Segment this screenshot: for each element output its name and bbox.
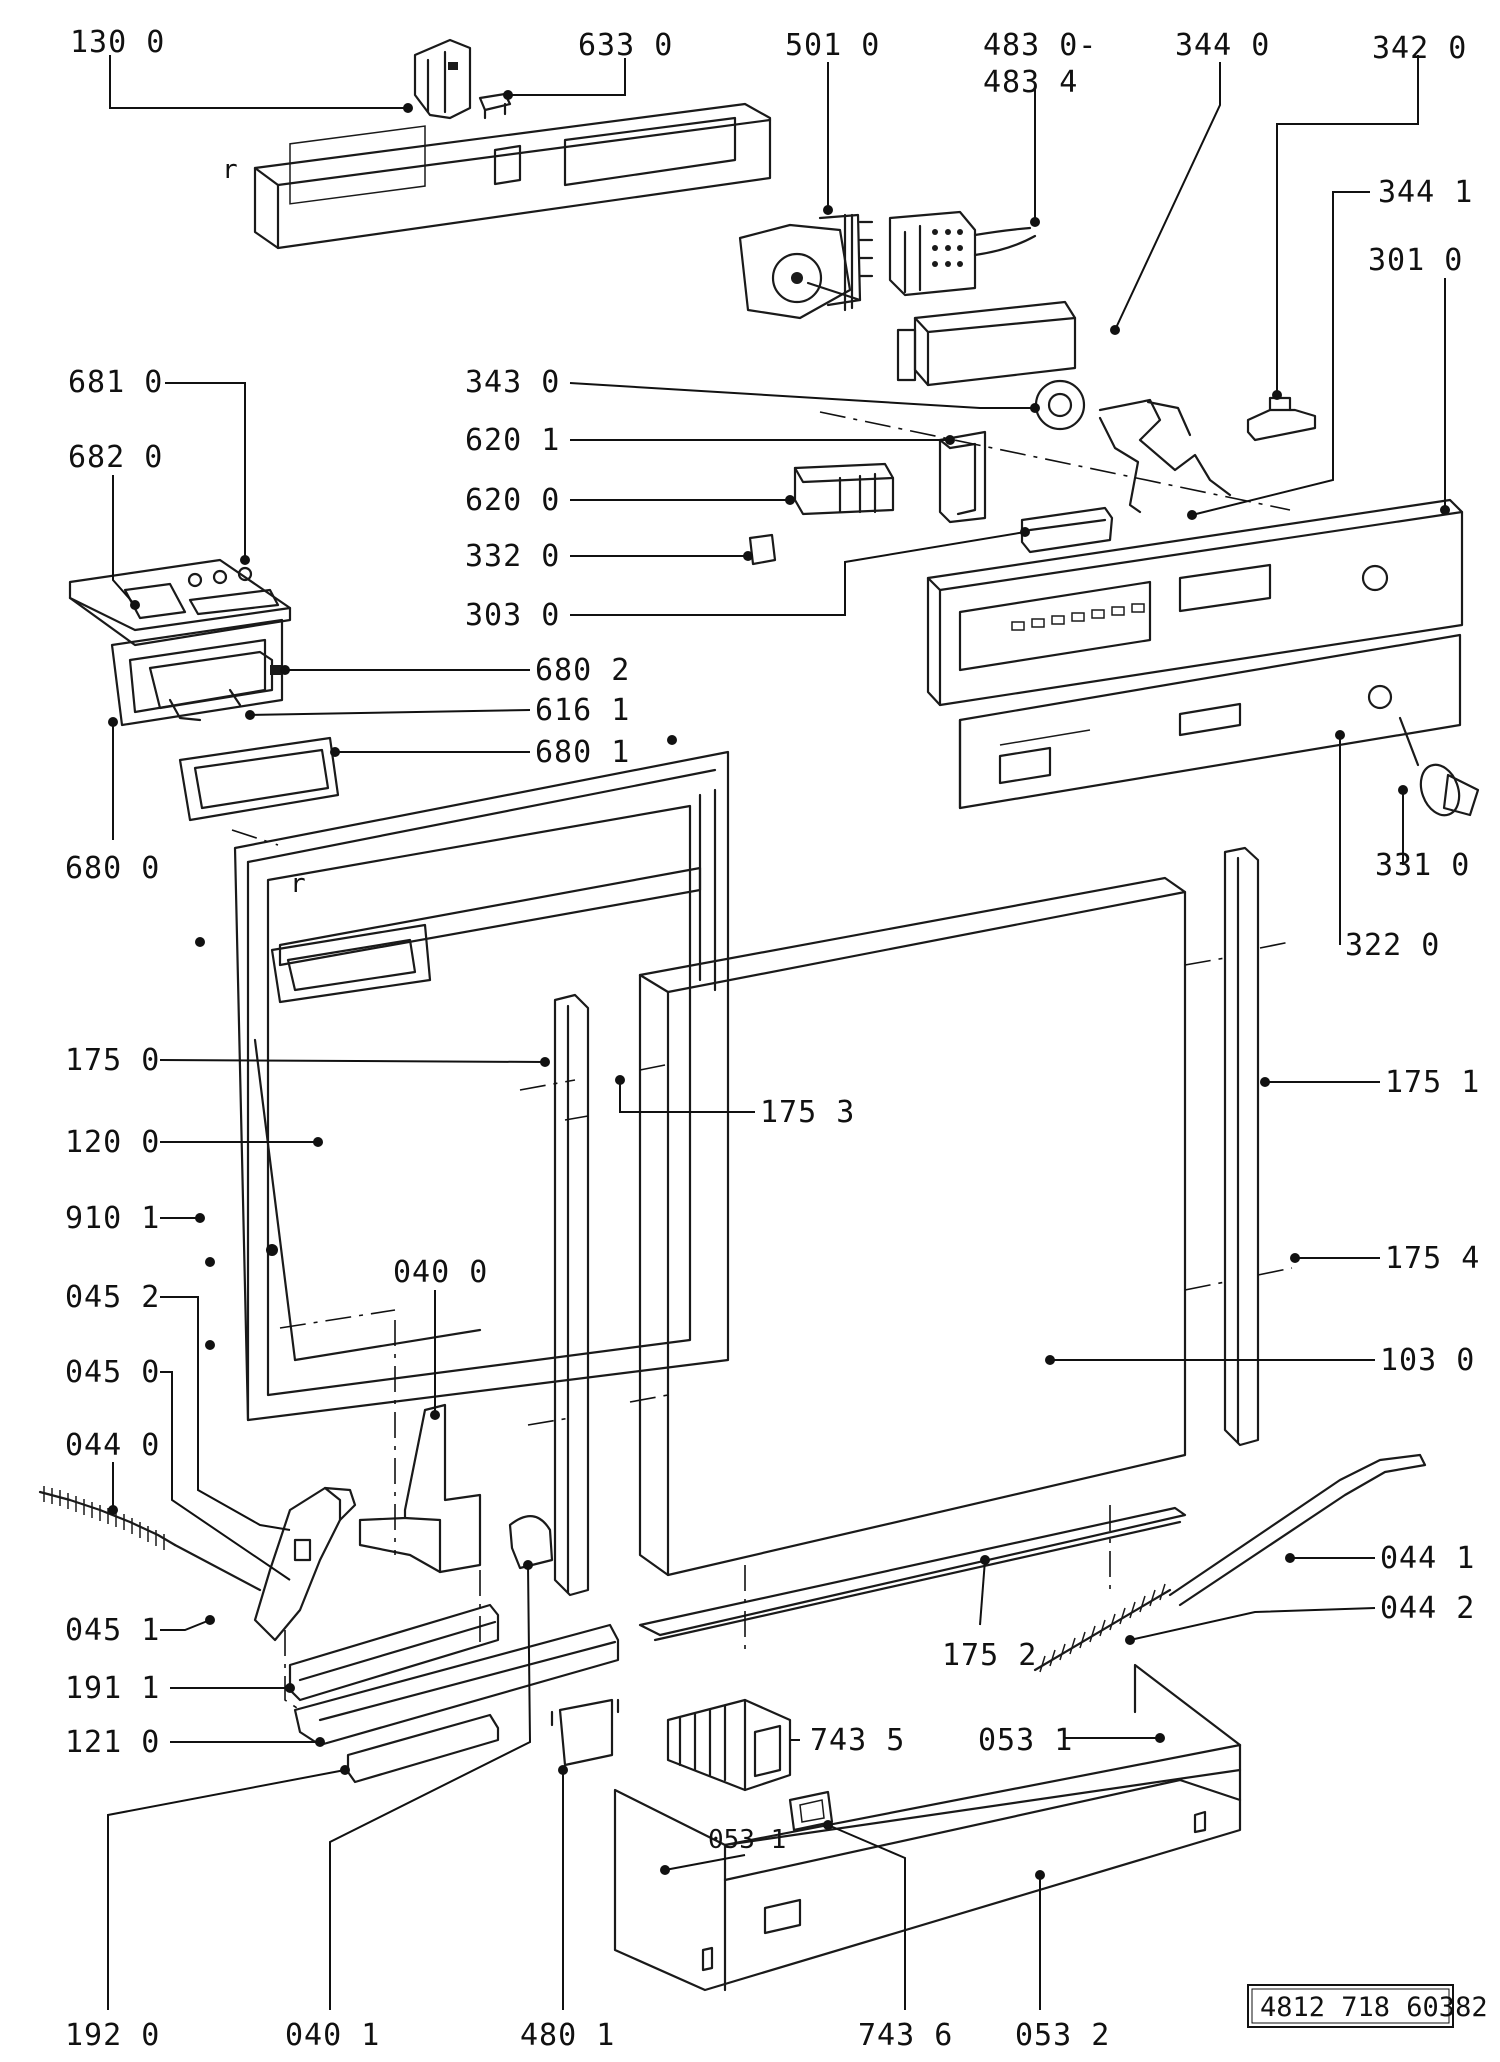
label-501-0: 501 0 [785,28,880,63]
button-strip-303 [1020,506,1114,554]
label-343-0: 343 0 [465,365,560,400]
label-616-1: 616 1 [535,693,630,728]
label-175-4: 175 4 [1385,1241,1480,1276]
label-680-0: 680 0 [65,851,160,886]
timer-motor-501 [738,213,874,320]
timer-bracket [896,300,1077,387]
label-053-1-left: 053 1 [708,1825,786,1855]
label-175-1: 175 1 [1385,1065,1480,1100]
label-130-0: 130 0 [70,25,165,60]
label-301-0: 301 0 [1368,243,1463,278]
button-332 [748,533,777,566]
label-483-4: 483 4 [983,65,1078,100]
label-620-1: 620 1 [465,423,560,458]
label-121-0: 121 0 [65,1725,160,1760]
dispenser-cover-681 [68,558,292,647]
knob-331 [1398,716,1480,817]
door-strip-175-0 [553,993,590,1597]
label-103-0: 103 0 [1380,1343,1475,1378]
label-175-0: 175 0 [65,1043,160,1078]
control-panel-301 [926,498,1464,707]
label-192-0: 192 0 [65,2018,160,2053]
reference-number-box: 4812 718 60382 [1247,1984,1488,2028]
label-303-0: 303 0 [465,598,560,633]
label-680-1: 680 1 [535,735,630,770]
assembly-lines [231,411,1293,1711]
rail-121-0 [293,1623,620,1747]
label-175-3: 175 3 [760,1095,855,1130]
r-mark-top: r [222,155,238,185]
label-040-1: 040 1 [285,2018,380,2053]
label-743-6: 743 6 [858,2018,953,2053]
rail-191-1 [288,1603,500,1702]
gasket-680-1 [178,736,340,822]
label-045-2: 045 2 [65,1280,160,1315]
hinge-spring-044 [38,1486,262,1592]
dispenser-body-680 [110,618,284,727]
label-633-0: 633 0 [578,28,673,63]
label-175-2: 175 2 [942,1638,1037,1673]
hinge-arm-044-1 [1033,1453,1427,1673]
label-053-2: 053 2 [1015,2018,1110,2053]
label-045-1: 045 1 [65,1613,160,1648]
leader-dots [108,90,1450,1880]
label-332-0: 332 0 [465,539,560,574]
label-681-0: 681 0 [68,365,163,400]
label-053-1-right: 053 1 [978,1723,1073,1758]
label-044-1: 044 1 [1380,1541,1475,1576]
reference-number: 4812 718 60382 [1260,1992,1488,2023]
label-680-2: 680 2 [535,653,630,688]
label-120-0: 120 0 [65,1125,160,1160]
label-044-2: 044 2 [1380,1591,1475,1626]
switch-block-620-0 [793,462,895,516]
hinge-plate-040-1 [508,1515,554,1570]
clip-480-1 [550,1698,620,1767]
label-480-1: 480 1 [520,2018,615,2053]
top-mounting-rail [253,102,772,250]
ring-343 [1034,379,1086,431]
bottom-strip-175-2 [638,1506,1187,1642]
label-910-1: 910 1 [65,1201,160,1236]
switch-part-130 [413,38,472,120]
label-191-1: 191 1 [65,1671,160,1706]
wire-bracket-344 [1098,398,1232,514]
label-044-0: 044 0 [65,1428,160,1463]
label-682-0: 682 0 [68,440,163,475]
label-331-0: 331 0 [1375,848,1470,883]
label-040-0: 040 0 [393,1255,488,1290]
label-743-5: 743 5 [810,1723,905,1758]
r-mark-frame: r [290,869,306,899]
hinge-045 [253,1486,357,1642]
label-483-0: 483 0- [983,28,1097,63]
bracket-743-5 [666,1698,792,1792]
front-panel-322 [958,633,1462,810]
leader-lines [107,55,1446,2010]
label-322-0: 322 0 [1345,928,1440,963]
label-342-0: 342 0 [1372,31,1467,66]
connector-block-483 [888,210,1037,297]
bracket-620-1 [938,430,987,524]
label-344-0: 344 0 [1175,28,1270,63]
rail-192-0 [346,1713,500,1784]
latch-342 [1246,396,1317,442]
outer-door-103 [638,876,1187,1577]
door-strip-175-1 [1223,846,1260,1447]
inner-door-120 [233,750,730,1422]
label-344-1: 344 1 [1378,175,1473,210]
label-045-0: 045 0 [65,1355,160,1390]
label-620-0: 620 0 [465,483,560,518]
hinge-bracket-040 [358,1403,482,1574]
part-labels: 130 0 633 0 501 0 483 0- 483 4 344 0 342… [65,25,1480,2053]
clip-part-633 [478,92,512,120]
